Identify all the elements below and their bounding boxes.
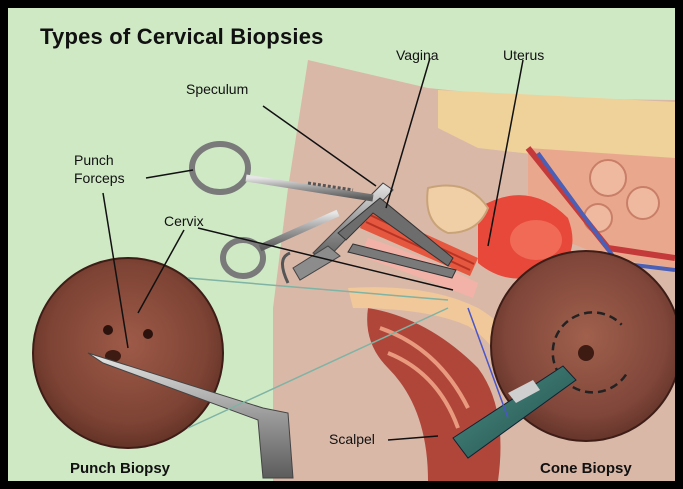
caption-cone-biopsy: Cone Biopsy	[540, 460, 632, 477]
illustration-panel: Types of Cervical Biopsies Vagina Uterus…	[8, 8, 675, 481]
anatomy-illustration	[8, 8, 675, 481]
label-punch-forceps-line1: Punch	[74, 151, 114, 169]
label-scalpel: Scalpel	[329, 430, 375, 448]
label-uterus: Uterus	[503, 46, 544, 64]
label-cervix: Cervix	[164, 212, 204, 230]
label-vagina: Vagina	[396, 46, 439, 64]
label-punch-forceps-line2: Forceps	[74, 169, 125, 187]
caption-punch-biopsy: Punch Biopsy	[70, 460, 170, 477]
label-speculum: Speculum	[186, 80, 248, 98]
diagram-title: Types of Cervical Biopsies	[40, 24, 324, 50]
punch-forceps-leader-a	[146, 170, 193, 178]
